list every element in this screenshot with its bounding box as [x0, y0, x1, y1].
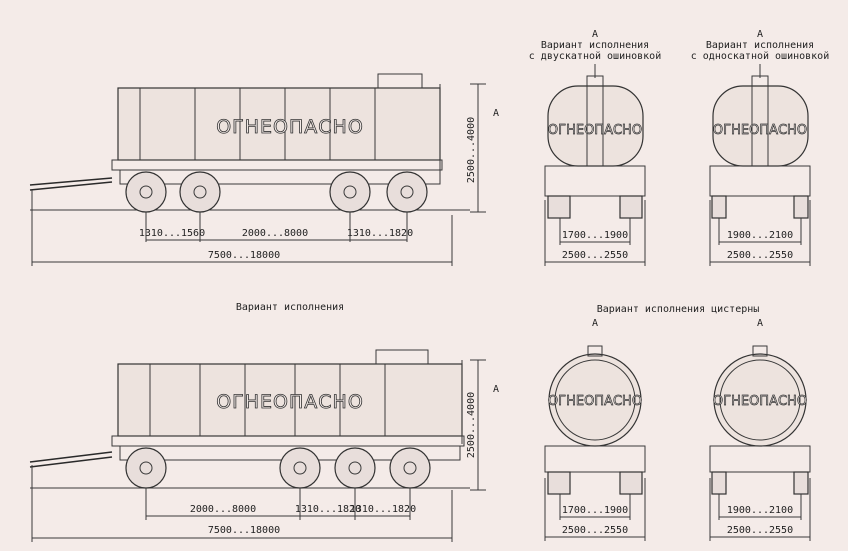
bottom-rear-view-left: A ОГНЕОПАСНО 1700...1900 2500...2550: [544, 318, 646, 541]
dim-width-right: 2500...2550: [727, 525, 793, 536]
tank-body: [117, 87, 441, 161]
dim-width-left: 2500...2550: [562, 525, 628, 536]
dim-total-length: 7500...18000: [208, 250, 280, 261]
dim-axle-front: 1310...1560: [139, 228, 205, 239]
warning-label: ОГНЕОПАСНО: [216, 116, 364, 138]
view-marker: A: [493, 384, 499, 395]
dim-axle-2: 1310...1820: [350, 504, 416, 515]
view-marker: A: [493, 108, 499, 119]
title-line-1: Вариант исполнения: [541, 40, 649, 51]
hatch: [377, 73, 423, 89]
dim-track-left: 1700...1900: [562, 505, 628, 516]
bottom-side-title: Вариант исполнения: [236, 302, 344, 313]
dim-width-left: 2500...2550: [562, 250, 628, 261]
dim-wheelbase: 2000...8000: [242, 228, 308, 239]
warning-label: ОГНЕОПАСНО: [548, 123, 642, 138]
dim-track-right: 1900...2100: [727, 505, 793, 516]
dim-axle-1: 1310...1820: [295, 504, 361, 515]
view-marker: A: [757, 29, 763, 40]
bottom-rear-view-right: A ОГНЕОПАСНО 1900...2100 2500...2550: [709, 318, 811, 541]
wheels: [125, 447, 431, 489]
top-side-view: ОГНЕОПАСНО 1310...1560 2000...8000 1310.…: [29, 73, 499, 266]
view-marker: A: [592, 29, 598, 40]
top-rear-view-left: A Вариант исполнения с двускатной ошинов…: [529, 29, 661, 266]
dim-height: 2500...4000: [466, 392, 477, 458]
title-line-1: Вариант исполнения: [706, 40, 814, 51]
bottom-side-view: ОГНЕОПАСНО 2000...8000 1310...1820 1310.…: [29, 349, 499, 542]
dim-width-right: 2500...2550: [727, 250, 793, 261]
warning-label: ОГНЕОПАСНО: [713, 123, 807, 138]
dim-wheelbase: 2000...8000: [190, 504, 256, 515]
title-line-2: с односкатной ошиновкой: [691, 50, 829, 62]
dim-track-right: 1900...2100: [727, 230, 793, 241]
dim-height: 2500...4000: [466, 117, 477, 183]
wheels: [125, 171, 428, 213]
top-rear-view-right: A Вариант исполнения с односкатной ошино…: [691, 29, 829, 266]
warning-label: ОГНЕОПАСНО: [548, 394, 642, 409]
dim-total-length: 7500...18000: [208, 525, 280, 536]
warning-label: ОГНЕОПАСНО: [216, 391, 364, 413]
view-marker: A: [757, 318, 763, 329]
title-line-2: с двускатной ошиновкой: [529, 50, 661, 62]
warning-label: ОГНЕОПАСНО: [713, 394, 807, 409]
bottom-rear-title: Вариант исполнения цистерны: [597, 304, 760, 315]
dim-axle-rear: 1310...1820: [347, 228, 413, 239]
dim-track-left: 1700...1900: [562, 230, 628, 241]
view-marker: A: [592, 318, 598, 329]
